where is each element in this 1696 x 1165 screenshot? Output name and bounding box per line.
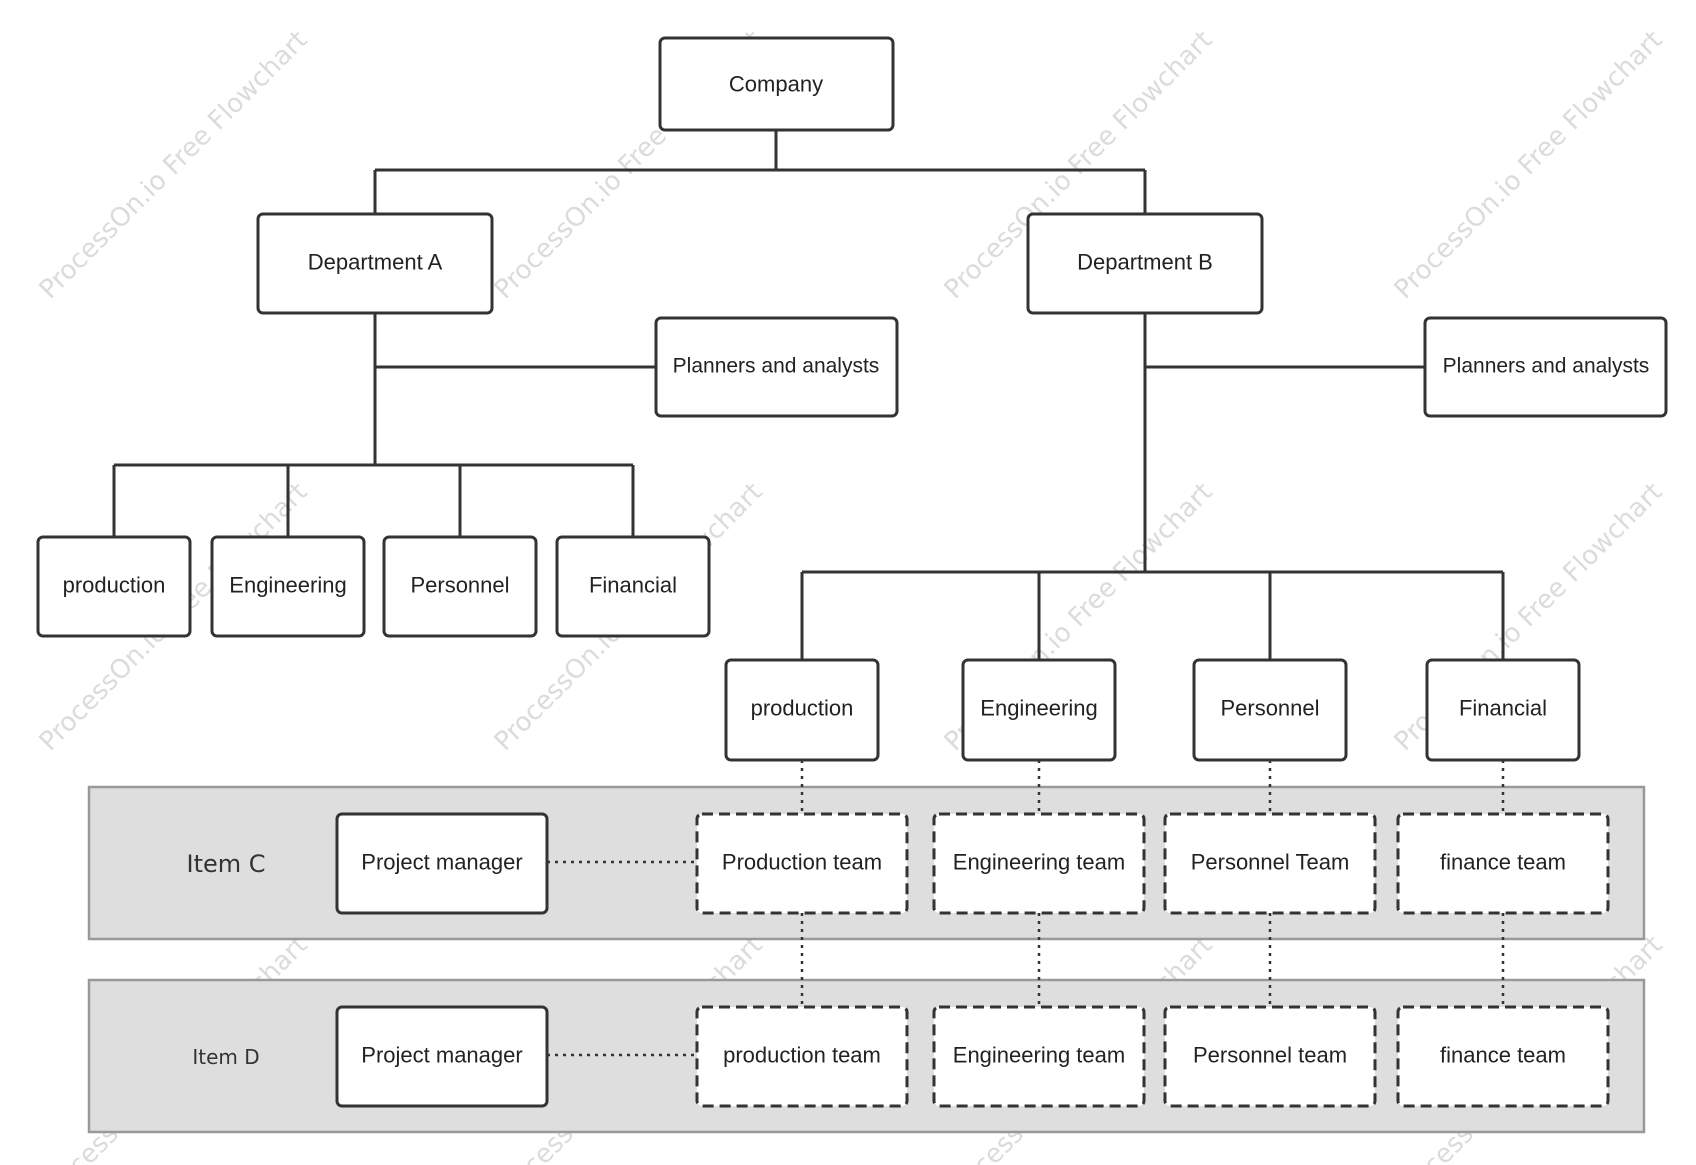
dept-a-unit-node: Engineering [210,535,366,638]
company-label: Company [729,72,823,97]
item-d-team-label: Engineering team [953,1043,1125,1068]
item-d-team-label: Personnel team [1193,1043,1347,1068]
dept-a-unit-label: Financial [589,573,677,598]
dept-b-unit-label: Personnel [1220,696,1319,721]
item-d-manager-label: Project manager [361,1043,522,1068]
dept-a-unit-label: Personnel [410,573,509,598]
dept-a-staff-node: Planners and analysts [654,316,899,418]
department-b-label: Department B [1077,250,1213,275]
dept-a-unit-label: production [63,573,166,598]
dept-a-unit-node: Personnel [382,535,538,638]
dept-b-unit-node: Personnel [1192,658,1348,762]
dotted-connectors [547,760,1505,1057]
item-d-label: Item D [192,1045,259,1069]
dept-a-unit-node: Financial [555,535,711,638]
item-c-manager-node: Project manager [335,812,549,915]
item-c-team-label: Engineering team [953,850,1125,875]
dept-a-unit-label: Engineering [229,573,346,598]
item-d-manager-node: Project manager [335,1005,549,1108]
dept-b-staff-label: Planners and analysts [1443,355,1650,378]
department-b-node: Department B [1026,212,1264,315]
dept-b-unit-label: production [751,696,854,721]
dept-b-unit-node: production [724,658,880,762]
item-d-team-label: production team [723,1043,881,1068]
company-node: Company [658,36,895,132]
item-c-team-node: finance team [1396,812,1610,915]
item-c-team-node: Engineering team [932,812,1146,915]
item-c-manager-label: Project manager [361,850,522,875]
item-d-team-node: Engineering team [932,1005,1146,1108]
hierarchy-connectors [112,130,1505,660]
department-a-label: Department A [308,250,443,275]
item-c-team-label: Personnel Team [1191,850,1350,875]
item-c-label: Item C [186,850,265,878]
dept-b-staff-node: Planners and analysts [1423,316,1668,418]
dept-b-unit-label: Financial [1459,696,1547,721]
dept-b-unit-label: Engineering [980,696,1097,721]
watermark: ProcessOn.io Free Flowchart [1389,25,1669,305]
department-a-node: Department A [256,212,494,315]
dept-b-unit-node: Financial [1425,658,1581,762]
item-d-team-node: finance team [1396,1005,1610,1108]
item-c-team-label: Production team [722,850,882,875]
item-c-team-node: Production team [695,812,909,915]
dept-a-staff-label: Planners and analysts [673,355,880,378]
item-d-team-node: Personnel team [1163,1005,1377,1108]
item-c-team-node: Personnel Team [1163,812,1377,915]
item-d-team-node: production team [695,1005,909,1108]
item-d-team-label: finance team [1440,1043,1566,1068]
dept-b-unit-node: Engineering [961,658,1117,762]
item-c-team-label: finance team [1440,850,1566,875]
dept-a-unit-node: production [36,535,192,638]
